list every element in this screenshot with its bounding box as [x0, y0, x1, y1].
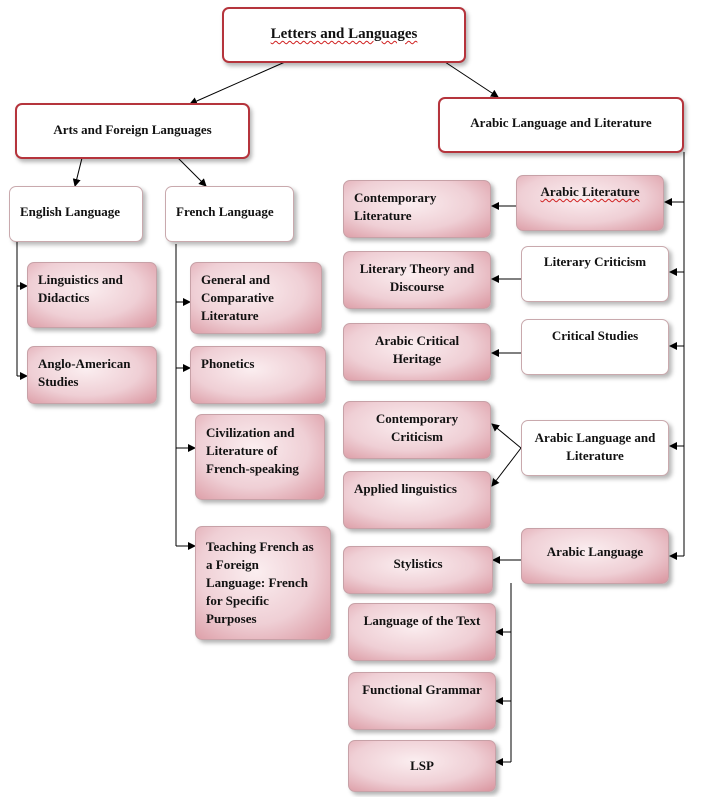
node-anglo-american: Anglo-American Studies	[27, 346, 157, 404]
node-phonetics-label: Phonetics	[201, 356, 255, 371]
node-general-comparative-label: General and Comparative Literature	[201, 272, 274, 323]
node-contemporary-criticism: Contemporary Criticism	[343, 401, 491, 459]
node-lsp: LSP	[348, 740, 496, 792]
node-phonetics: Phonetics	[190, 346, 326, 404]
node-anglo-american-label: Anglo-American Studies	[38, 356, 131, 389]
node-critical-studies: Critical Studies	[521, 319, 669, 375]
node-stylistics-label: Stylistics	[393, 556, 443, 571]
node-civilization: Civilization and Literature of French-sp…	[195, 414, 325, 500]
node-arabic-language: Arabic Language	[521, 528, 669, 584]
node-root: Letters and Languages	[222, 7, 466, 63]
node-french-label: French Language	[176, 204, 274, 219]
node-linguistics-didactics: Linguistics and Didactics	[27, 262, 157, 328]
node-literary-theory-label: Literary Theory and Discourse	[359, 261, 475, 294]
node-critical-heritage: Arabic Critical Heritage	[343, 323, 491, 381]
edge-root-arts	[189, 61, 286, 105]
node-functional-grammar-label: Functional Grammar	[362, 682, 482, 697]
node-civilization-label: Civilization and Literature of French-sp…	[206, 425, 299, 476]
node-critical-heritage-label: Arabic Critical Heritage	[374, 333, 460, 366]
node-literary-criticism-label: Literary Criticism	[543, 254, 647, 269]
node-contemporary-literature-label: Contemporary Literature	[354, 190, 437, 223]
node-arabic-literature-label: Arabic Literature	[540, 184, 640, 199]
node-language-of-text-label: Language of the Text	[363, 613, 481, 628]
node-contemporary-literature: Contemporary Literature	[343, 180, 491, 238]
node-literary-theory: Literary Theory and Discourse	[343, 251, 491, 309]
node-contemporary-criticism-label: Contemporary Criticism	[375, 411, 459, 444]
edge-root-arabic	[444, 61, 499, 98]
node-language-of-text: Language of the Text	[348, 603, 496, 661]
node-applied-linguistics: Applied linguistics	[343, 471, 491, 529]
node-arabic-branch-label: Arabic Language and Literature	[470, 115, 652, 130]
node-french: French Language	[165, 186, 294, 242]
edge-langlit-criticism	[491, 423, 522, 449]
node-english-label: English Language	[20, 204, 121, 219]
node-arabic-language-label: Arabic Language	[546, 544, 644, 559]
node-arts-branch: Arts and Foreign Languages	[15, 103, 250, 159]
node-arabic-langlit: Arabic Language and Literature	[521, 420, 669, 476]
node-root-label: Letters and Languages	[270, 26, 418, 42]
node-general-comparative: General and Comparative Literature	[190, 262, 322, 334]
node-functional-grammar: Functional Grammar	[348, 672, 496, 730]
node-arabic-branch: Arabic Language and Literature	[438, 97, 684, 153]
edge-langlit-applied	[491, 447, 522, 487]
edge-arts-english	[72, 157, 83, 187]
edge-arts-french	[177, 157, 207, 187]
node-arabic-literature: Arabic Literature	[516, 175, 664, 231]
node-applied-linguistics-label: Applied linguistics	[354, 481, 457, 496]
node-literary-criticism: Literary Criticism	[521, 246, 669, 302]
node-arts-branch-label: Arts and Foreign Languages	[53, 122, 212, 137]
node-critical-studies-label: Critical Studies	[551, 328, 639, 343]
node-english: English Language	[9, 186, 143, 242]
node-arabic-langlit-label: Arabic Language and Literature	[534, 430, 656, 463]
node-teaching-french: Teaching French as a Foreign Language: F…	[195, 526, 331, 640]
node-lsp-label: LSP	[410, 758, 434, 773]
node-stylistics: Stylistics	[343, 546, 493, 594]
node-teaching-french-label: Teaching French as a Foreign Language: F…	[206, 539, 314, 626]
node-linguistics-didactics-label: Linguistics and Didactics	[38, 272, 123, 305]
